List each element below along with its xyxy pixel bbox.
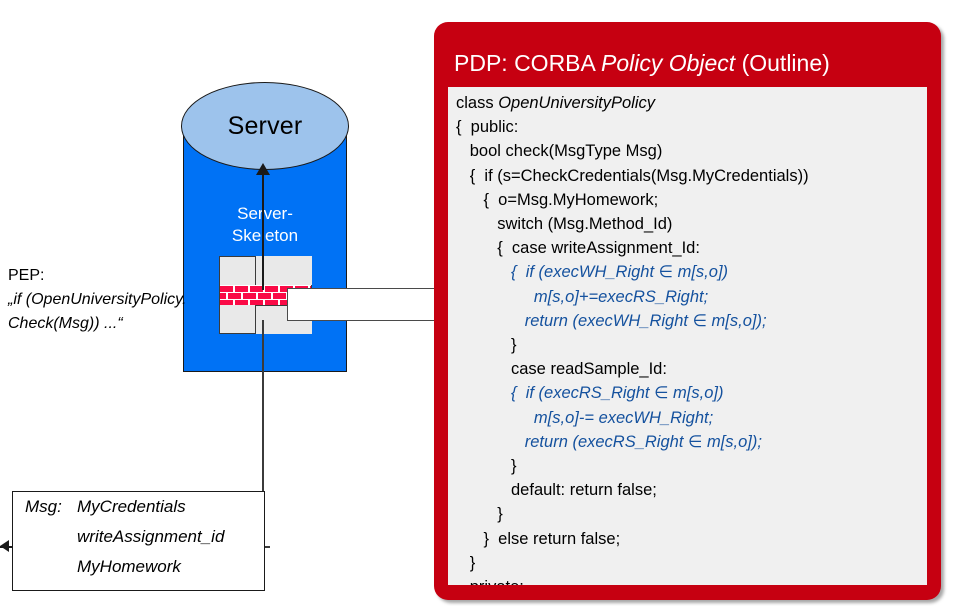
call-flow-line (262, 170, 264, 290)
pdp-code-block: class OpenUniversityPolicy { public: bool… (448, 87, 927, 585)
brick (228, 293, 241, 299)
pep-code-line1: „if (OpenUniversityPolicy. (8, 291, 187, 308)
msg-value-0: MyCredentials (77, 497, 186, 516)
code-line-6: { case writeAssignment_Id: (456, 239, 700, 258)
code-line-8: m[s,o]+=execRS_Right; (456, 287, 709, 306)
brick (280, 300, 293, 305)
server-skeleton-label-line2: Skeleton (231, 226, 299, 245)
msg-value-2: MyHomework (77, 557, 181, 576)
code-line-5: switch (Msg.Method_Id) (456, 215, 673, 234)
pep-label: PEP: (8, 267, 45, 284)
message-flow-elbow (262, 546, 270, 548)
code-line-9: return (execWH_Right ∈ m[s,o]); (456, 311, 767, 330)
server-skeleton-label: Server- Skeleton (183, 203, 347, 247)
code-line-11: case readSample_Id: (456, 360, 667, 379)
brick (250, 286, 263, 292)
code-line-14: return (execRS_Right ∈ m[s,o]); (456, 432, 762, 451)
code-line-3: { if (s=CheckCredentials(Msg.MyCredentia… (456, 166, 809, 185)
msg-box: Msg: MyCredentials writeAssignment_id My… (12, 491, 265, 591)
brick (243, 293, 256, 299)
brick (250, 300, 263, 305)
msg-row: Msg: MyCredentials (13, 492, 264, 522)
code-line-20: private: (448, 575, 927, 585)
code-class-name: OpenUniversityPolicy (498, 94, 655, 112)
pdp-title: PDP: CORBA Policy Object (Outline) (454, 50, 830, 77)
server-cylinder-top: Server (181, 82, 349, 170)
brick (220, 286, 233, 292)
message-flow-line (262, 320, 264, 547)
code-line-16: default: return false; (456, 481, 657, 500)
brick (235, 300, 248, 305)
brick (220, 300, 233, 305)
msg-value-1: writeAssignment_id (77, 527, 225, 546)
code-line-7: { if (execWH_Right ∈ m[s,o]) (456, 263, 729, 282)
code-keyword-class: class (456, 94, 499, 112)
server-skeleton-label-line1: Server- (237, 204, 293, 223)
code-line-2: bool check(MsgType Msg) (456, 142, 663, 161)
msg-row: writeAssignment_id (13, 522, 264, 552)
pep-code-line2: Check(Msg)) ...“ (8, 315, 123, 332)
code-line-17: } (456, 505, 503, 524)
pdp-title-prefix: PDP: CORBA (454, 50, 601, 76)
code-line-12: { if (execRS_Right ∈ m[s,o]) (456, 384, 724, 403)
brick (280, 286, 293, 292)
code-line-1: { public: (456, 118, 519, 137)
code-line-13: m[s,o]-= execWH_Right; (456, 408, 714, 427)
code-line-4: { o=Msg.MyHomework; (456, 190, 659, 209)
msg-key-spacer (25, 522, 77, 552)
pdp-title-suffix: (Outline) (735, 50, 830, 76)
brick (265, 300, 278, 305)
pep-caption: PEP: „if (OpenUniversityPolicy. Check(Ms… (8, 264, 223, 336)
code-line-10: } (456, 336, 517, 355)
brick (235, 286, 248, 292)
call-flow-arrow-icon (256, 163, 270, 175)
pdp-title-italic: Policy Object (600, 50, 736, 76)
brick (258, 293, 271, 299)
msg-row: MyHomework (13, 552, 264, 582)
code-line-15: } (456, 457, 517, 476)
brick (220, 293, 226, 299)
msg-key-spacer (25, 552, 77, 582)
server-label: Server (227, 111, 303, 140)
msg-inbound-arrow-icon (0, 540, 9, 552)
code-line-0: class OpenUniversityPolicy (448, 91, 927, 115)
brick (265, 286, 278, 292)
pdp-panel: PDP: CORBA Policy Object (Outline) class… (434, 22, 941, 600)
brick (273, 293, 286, 299)
code-line-19: } (456, 553, 476, 572)
msg-key-label: Msg: (25, 497, 62, 516)
code-line-18: } else return false; (456, 529, 621, 548)
skeleton-notch-top (255, 256, 312, 286)
